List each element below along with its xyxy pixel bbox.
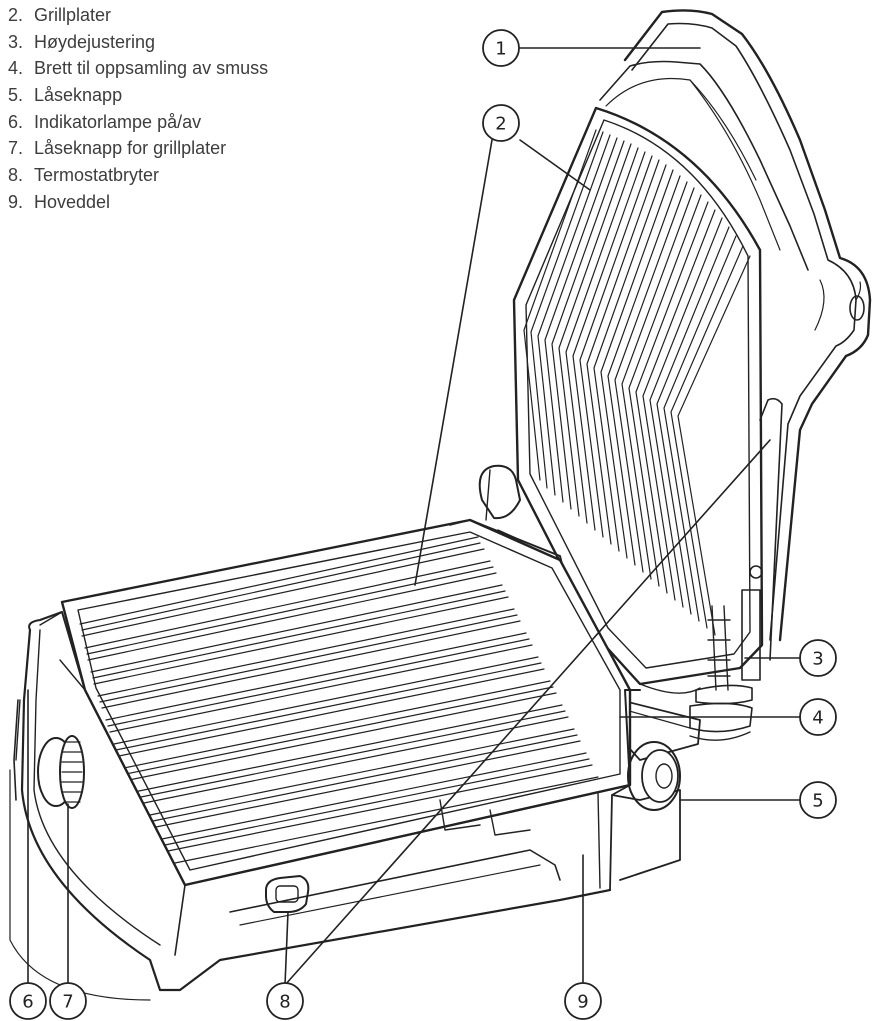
callout-8: 8 (279, 992, 290, 1013)
upper-grill-plate (512, 106, 764, 686)
legend-label: Brett til oppsamling av smuss (34, 58, 269, 79)
locking-knob (627, 741, 681, 811)
callout-9: 9 (577, 992, 588, 1013)
callout-1: 1 (495, 39, 506, 60)
lower-grill-plate (60, 518, 632, 887)
legend-label: Hoveddel (34, 191, 111, 212)
legend-item-5: 5. Låseknapp (8, 82, 268, 109)
main-housing (9, 611, 681, 1001)
legend-label: Grillplater (34, 5, 112, 25)
callout-3: 3 (812, 649, 823, 670)
legend-number: 4. (8, 58, 24, 79)
legend-label: Høydejustering (34, 31, 156, 52)
callout-4: 4 (812, 708, 823, 729)
callout-7: 7 (62, 992, 73, 1013)
plate-lock-knob (37, 735, 85, 809)
thermostat-switch (265, 875, 310, 913)
legend-number: 9. (8, 191, 24, 212)
callout-6: 6 (22, 992, 33, 1013)
legend-item-8: 8. Termostatbryter (8, 162, 268, 189)
callout-2: 2 (495, 114, 506, 135)
legend-number: 7. (8, 138, 24, 159)
callout-circles (9, 29, 837, 1020)
legend-label: Låseknapp (34, 85, 123, 106)
lid-handle (599, 9, 872, 642)
indicator-lamp (13, 699, 19, 801)
legend-number: 6. (8, 111, 24, 132)
legend-number: 3. (8, 31, 24, 52)
leader-lines (27, 47, 801, 1002)
hinge-arm (639, 397, 783, 741)
legend-label: Indikatorlampe på/av (34, 111, 202, 132)
legend-item-6: 6. Indikatorlampe på/av (8, 109, 268, 136)
callout-5: 5 (812, 791, 823, 812)
legend-label: Låseknapp for grillplater (34, 138, 227, 159)
legend-item-2: 2. Grillplater (8, 2, 268, 29)
legend-number: 2. (8, 5, 24, 25)
legend-number: 8. (8, 165, 24, 186)
legend-item-4: 4. Brett til oppsamling av smuss (8, 55, 268, 82)
legend-label: Termostatbryter (34, 165, 160, 186)
legend-item-3: 3. Høydejustering (8, 29, 268, 56)
legend-item-7: 7. Låseknapp for grillplater (8, 135, 268, 162)
legend-number: 5. (8, 85, 24, 106)
legend-item-9: 9. Hoveddel (8, 189, 268, 216)
parts-legend: 2. Grillplater 3. Høydejustering 4. Brett t… (8, 2, 268, 216)
